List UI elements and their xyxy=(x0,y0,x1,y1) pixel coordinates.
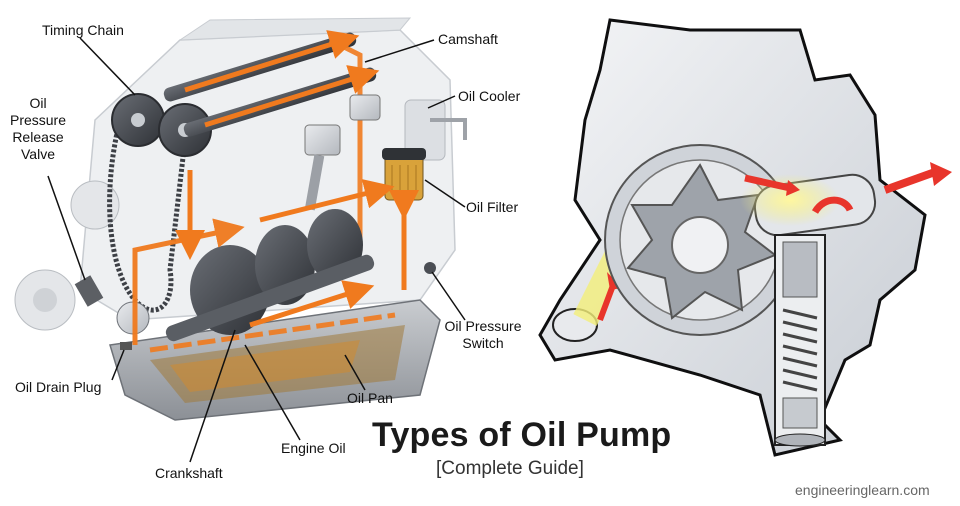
label-line: Release xyxy=(12,129,64,145)
label-oil-filter: Oil Filter xyxy=(466,199,519,215)
label-line: Oil xyxy=(29,95,47,111)
watermark: engineeringlearn.com xyxy=(795,482,930,498)
label-line: Valve xyxy=(21,146,55,162)
label-oil-pressure-switch: Oil Pressure Switch xyxy=(438,318,528,352)
label-line: Switch xyxy=(462,335,504,351)
label-oil-pressure-release-valve: Oil Pressure Release Valve xyxy=(4,95,72,163)
label-line: Pressure xyxy=(9,112,67,128)
page-subtitle: [Complete Guide] xyxy=(436,458,584,479)
label-camshaft: Camshaft xyxy=(438,31,498,47)
label-timing-chain: Timing Chain xyxy=(42,22,124,38)
oil-pump-illustration xyxy=(538,18,952,457)
label-oil-drain-plug: Oil Drain Plug xyxy=(15,379,102,395)
label-engine-oil: Engine Oil xyxy=(281,440,346,456)
label-line: Oil Pressure xyxy=(444,318,522,334)
engine-cutaway-illustration xyxy=(14,17,467,463)
label-oil-cooler: Oil Cooler xyxy=(458,88,521,104)
label-oil-pan: Oil Pan xyxy=(347,390,393,406)
page-title: Types of Oil Pump xyxy=(372,416,672,454)
label-crankshaft: Crankshaft xyxy=(155,465,223,481)
